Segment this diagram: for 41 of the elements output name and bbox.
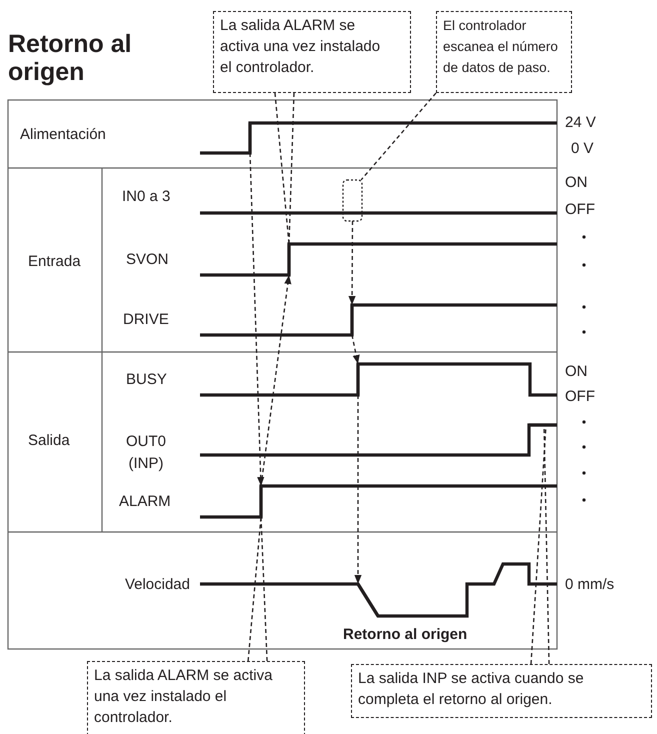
signal-label: BUSY [126, 371, 167, 389]
signal-step [287, 244, 291, 275]
level-label: 24 V [565, 114, 596, 132]
callout-box: La salida ALARM se activa una vez instalado el controlador. [87, 661, 305, 734]
signal-step [259, 486, 263, 517]
callout-box: La salida INP se activa cuando se completa el retorno al origen. [351, 664, 652, 718]
level-label: ON [565, 174, 588, 192]
diagram-title: Retorno al origen [8, 30, 133, 86]
level-label: OFF [565, 201, 595, 219]
level-label: 0 V [571, 140, 594, 158]
leader-line [360, 92, 436, 180]
speed-ramp [356, 583, 380, 617]
arrow [351, 334, 360, 364]
signal-step [248, 123, 252, 153]
arrow [249, 152, 264, 486]
arrow [260, 274, 292, 486]
row-label: Velocidad [124, 576, 190, 594]
leader-line [260, 516, 268, 662]
level-label: OFF [565, 388, 595, 406]
signal-label: IN0 a 3 [122, 188, 170, 206]
arrow [354, 395, 362, 584]
leader-line [274, 92, 290, 244]
arrow [348, 221, 356, 305]
signal-label: OUT0 (INP) [124, 432, 167, 474]
signal-step [350, 305, 354, 335]
signal-label: ALARM [119, 493, 171, 511]
group-label: Entrada [28, 253, 81, 271]
group-label: Salida [28, 432, 70, 450]
leader-line [288, 92, 295, 244]
signal-step [356, 364, 360, 395]
signal-label: SVON [126, 251, 169, 269]
level-label: ON [565, 363, 588, 381]
leader-line [247, 516, 262, 662]
signal-high-level [529, 423, 557, 427]
callout-box: El controlador escanea el número de datos de paso. [436, 11, 572, 93]
scan-marker [342, 179, 363, 222]
signal-label: DRIVE [123, 311, 169, 329]
row-label: Alimentación [20, 126, 106, 144]
level-label: 0 mm/s [565, 576, 614, 594]
callout-box: La salida ALARM se activa una vez instalado el controlador. [213, 11, 411, 93]
phase-label: Retorno al origen [343, 626, 468, 644]
